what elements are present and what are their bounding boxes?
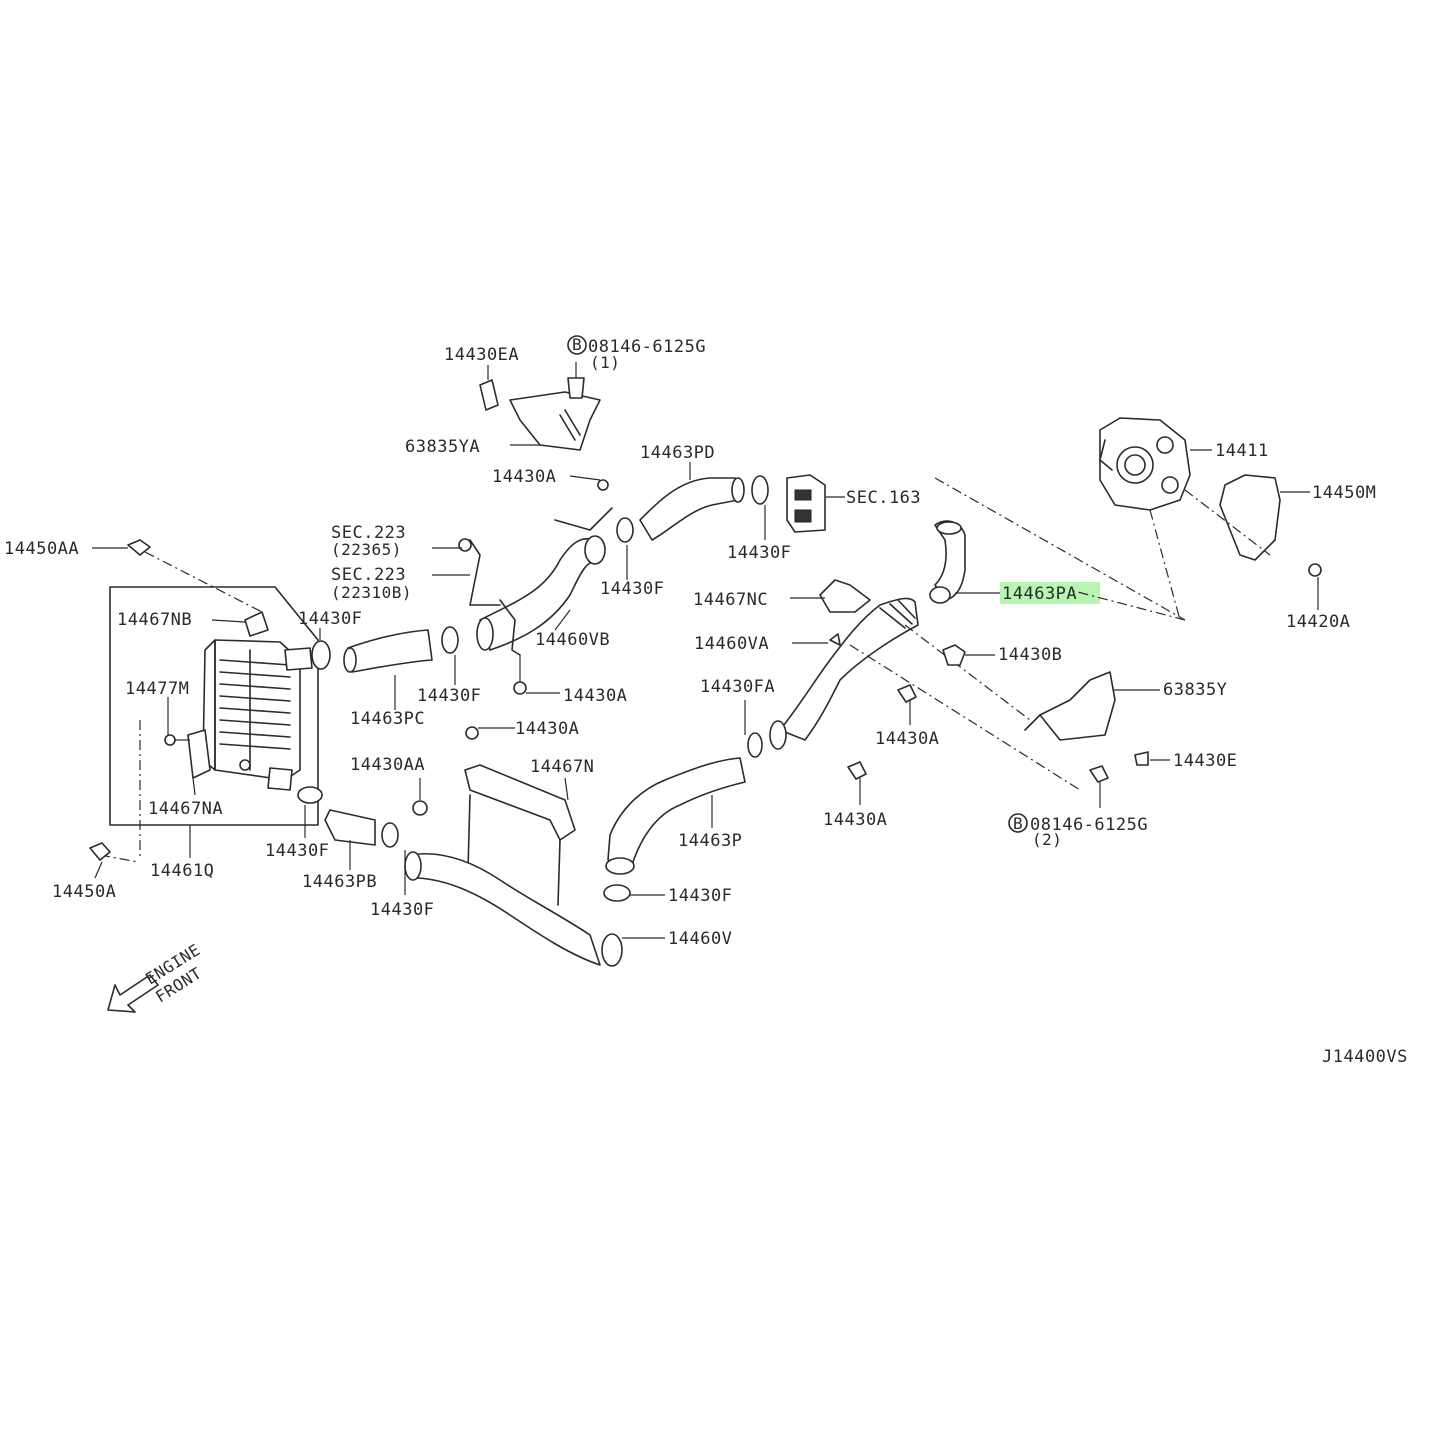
label-08146-bottom: 08146-6125G [1030, 815, 1148, 835]
label-14467NB: 14467NB [117, 610, 192, 630]
label-14450AA: 14450AA [4, 539, 79, 559]
label-14430E: 14430E [1173, 751, 1237, 771]
component-sec163 [786, 474, 826, 533]
bolt-marker-text-top: B [572, 335, 582, 354]
turbo-14411 [1099, 417, 1191, 511]
label-08146-top: 08146-6125G [588, 337, 706, 357]
label-14430EA: 14430EA [444, 345, 519, 365]
label-14467NA: 14467NA [148, 799, 223, 819]
intercooler-fins [219, 649, 291, 771]
label-sec223-b-sub: (22310B) [331, 583, 412, 602]
bracket-14467N [412, 726, 576, 906]
label-14430F-4: 14430F [417, 686, 481, 706]
label-14467NC: 14467NC [693, 590, 768, 610]
label-14420A: 14420A [1286, 612, 1350, 632]
label-14460V: 14460V [668, 929, 732, 949]
bracket-63835YA [479, 377, 601, 451]
part-labels: 14430EA B 08146-6125G (1) 63835YA 14430A… [4, 335, 1408, 1067]
label-14430F-6: 14430F [370, 900, 434, 920]
hose-14463P [607, 757, 746, 866]
hose-14463PC [347, 629, 433, 673]
engine-front-arrow-icon [107, 974, 159, 1013]
label-14430A-3: 14430A [515, 719, 579, 739]
label-14430A-2: 14430A [563, 686, 627, 706]
label-14463PC: 14463PC [350, 709, 425, 729]
bracket-63835Y [1039, 671, 1116, 741]
pipe-14460V [409, 852, 601, 966]
label-14461Q: 14461Q [150, 861, 214, 881]
label-63835Y: 63835Y [1163, 680, 1227, 700]
label-14463PA: 14463PA [1002, 584, 1077, 604]
highlight-14463PA [1000, 582, 1100, 604]
leader-lines [92, 362, 1319, 939]
label-14450M: 14450M [1312, 483, 1376, 503]
hose-14463PB [324, 809, 376, 846]
label-sec223-a: SEC.223 [331, 523, 406, 543]
label-14430F-3: 14430F [298, 609, 362, 629]
label-14463P: 14463P [678, 831, 742, 851]
label-14450A: 14450A [52, 882, 116, 902]
label-08146-top-qty: (1) [590, 353, 620, 372]
label-sec223-b: SEC.223 [331, 565, 406, 585]
bolt-14450AA [127, 539, 151, 556]
bolt-14450A [89, 842, 111, 861]
label-14460VA: 14460VA [694, 634, 769, 654]
label-14430A-5: 14430A [823, 810, 887, 830]
label-14463PB: 14463PB [302, 872, 377, 892]
label-14430A-1: 14430A [492, 467, 556, 487]
label-63835YA: 63835YA [405, 437, 480, 457]
bolt-marker-text-bottom: B [1013, 814, 1023, 833]
diagram-code: J14400VS [1322, 1047, 1408, 1067]
label-14430AA: 14430AA [350, 755, 425, 775]
label-14430F-5: 14430F [265, 841, 329, 861]
label-14463PD: 14463PD [640, 443, 715, 463]
label-08146-bottom-qty: (2) [1032, 830, 1062, 849]
label-14477M: 14477M [125, 679, 189, 699]
label-14411: 14411 [1215, 441, 1269, 461]
label-14430F-top: 14430F [727, 543, 791, 563]
label-14430A-4: 14430A [875, 729, 939, 749]
intercooler-group [109, 586, 319, 826]
pipe-14460VA [779, 597, 919, 741]
shield-14450M [1219, 474, 1281, 561]
label-sec163: SEC.163 [846, 488, 921, 508]
hose-14463PD [639, 477, 739, 541]
label-14467N: 14467N [530, 757, 594, 777]
bolt-marker-bottom [1008, 813, 1028, 833]
label-sec223-a-sub: (22365) [331, 540, 402, 559]
label-14430B: 14430B [998, 645, 1062, 665]
bolt-marker-top [567, 335, 587, 355]
label-14430F-7: 14430F [668, 886, 732, 906]
label-14430FA: 14430FA [700, 677, 775, 697]
label-14430F-2: 14430F [600, 579, 664, 599]
label-14460VB: 14460VB [535, 630, 610, 650]
